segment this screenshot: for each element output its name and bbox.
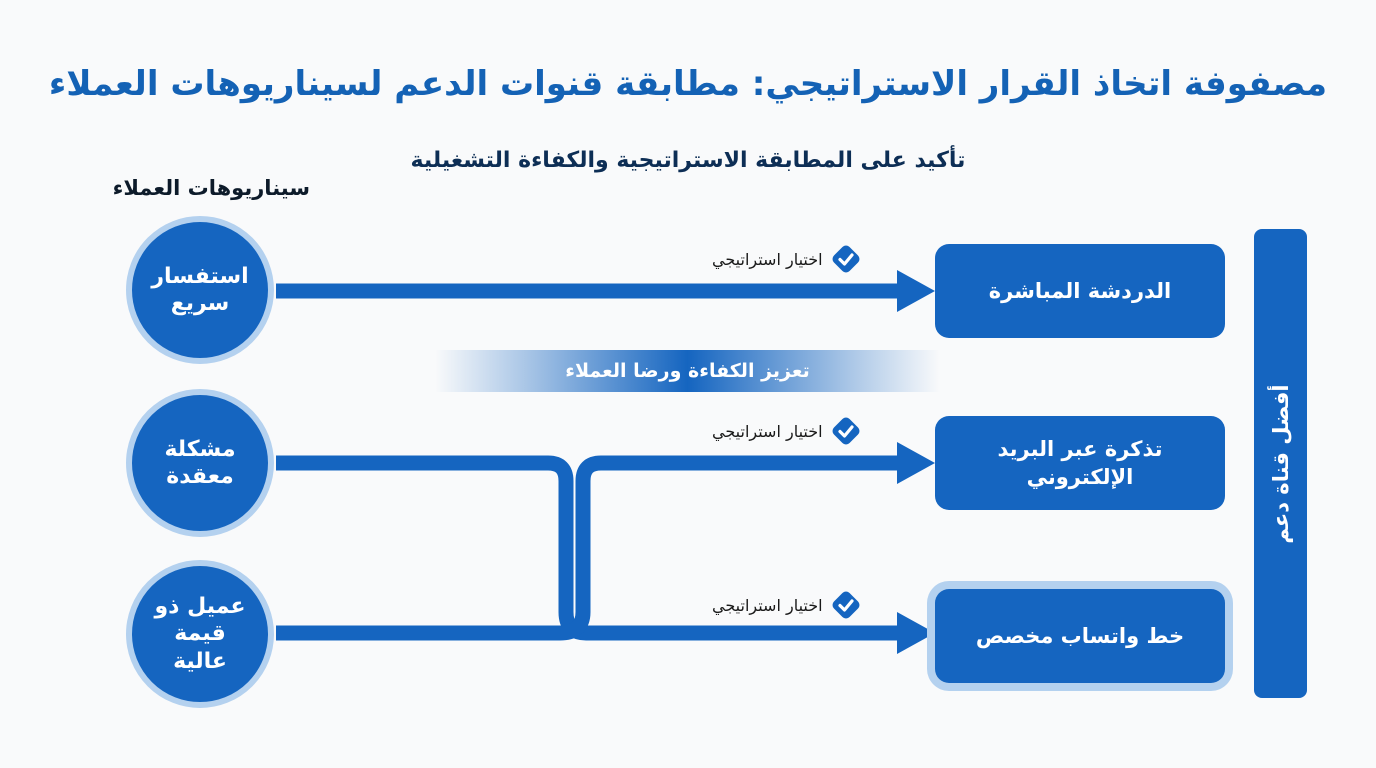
strategic-choice-tag: اختيار استراتيجي [712,415,862,447]
strategic-choice-tag: اختيار استراتيجي [712,589,862,621]
scenario-label: مشكلة معقدة [164,436,236,490]
channel-live-chat: الدردشة المباشرة [935,244,1225,338]
arrowhead-icon [897,612,935,654]
channel-label: تذكرة عبر البريد الإلكتروني [997,436,1163,489]
scenarios-header: سيناريوهات العملاء [112,176,310,200]
arrowhead-icon [897,442,935,484]
scenario-label: عميل ذو قيمة عالية [154,593,246,674]
strategic-choice-label: اختيار استراتيجي [712,595,823,615]
banner-label: تعزيز الكفاءة ورضا العملاء [565,360,810,382]
channel-label: خط واتساب مخصص [975,623,1185,648]
page-title: مصفوفة اتخاذ القرار الاستراتيجي: مطابقة … [48,64,1328,104]
page-subtitle: تأكيد على المطابقة الاستراتيجية والكفاءة… [410,148,966,173]
check-badge-icon [830,415,862,447]
arrowhead-icon [897,270,935,312]
check-badge-icon [830,243,862,275]
strategic-choice-label: اختيار استراتيجي [712,249,823,269]
scenario-high-value-customer: عميل ذو قيمة عالية [126,560,274,708]
efficiency-banner: تعزيز الكفاءة ورضا العملاء [435,350,940,392]
strategic-choice-tag: اختيار استراتيجي [712,243,862,275]
channel-dedicated-whatsapp: خط واتساب مخصص [935,589,1225,683]
scenario-complex-issue: مشكلة معقدة [126,389,274,537]
sidebar-label: أفضل قناة دعم [1268,383,1293,544]
scenario-quick-inquiry: استفسار سريع [126,216,274,364]
scenario-label: استفسار سريع [151,263,249,317]
strategic-choice-label: اختيار استراتيجي [712,421,823,441]
best-channel-sidebar: أفضل قناة دعم [1254,229,1307,698]
connector-highvalue-to-email [276,455,900,641]
channel-email-ticket: تذكرة عبر البريد الإلكتروني [935,416,1225,510]
channel-label: الدردشة المباشرة [988,278,1172,303]
check-badge-icon [830,589,862,621]
